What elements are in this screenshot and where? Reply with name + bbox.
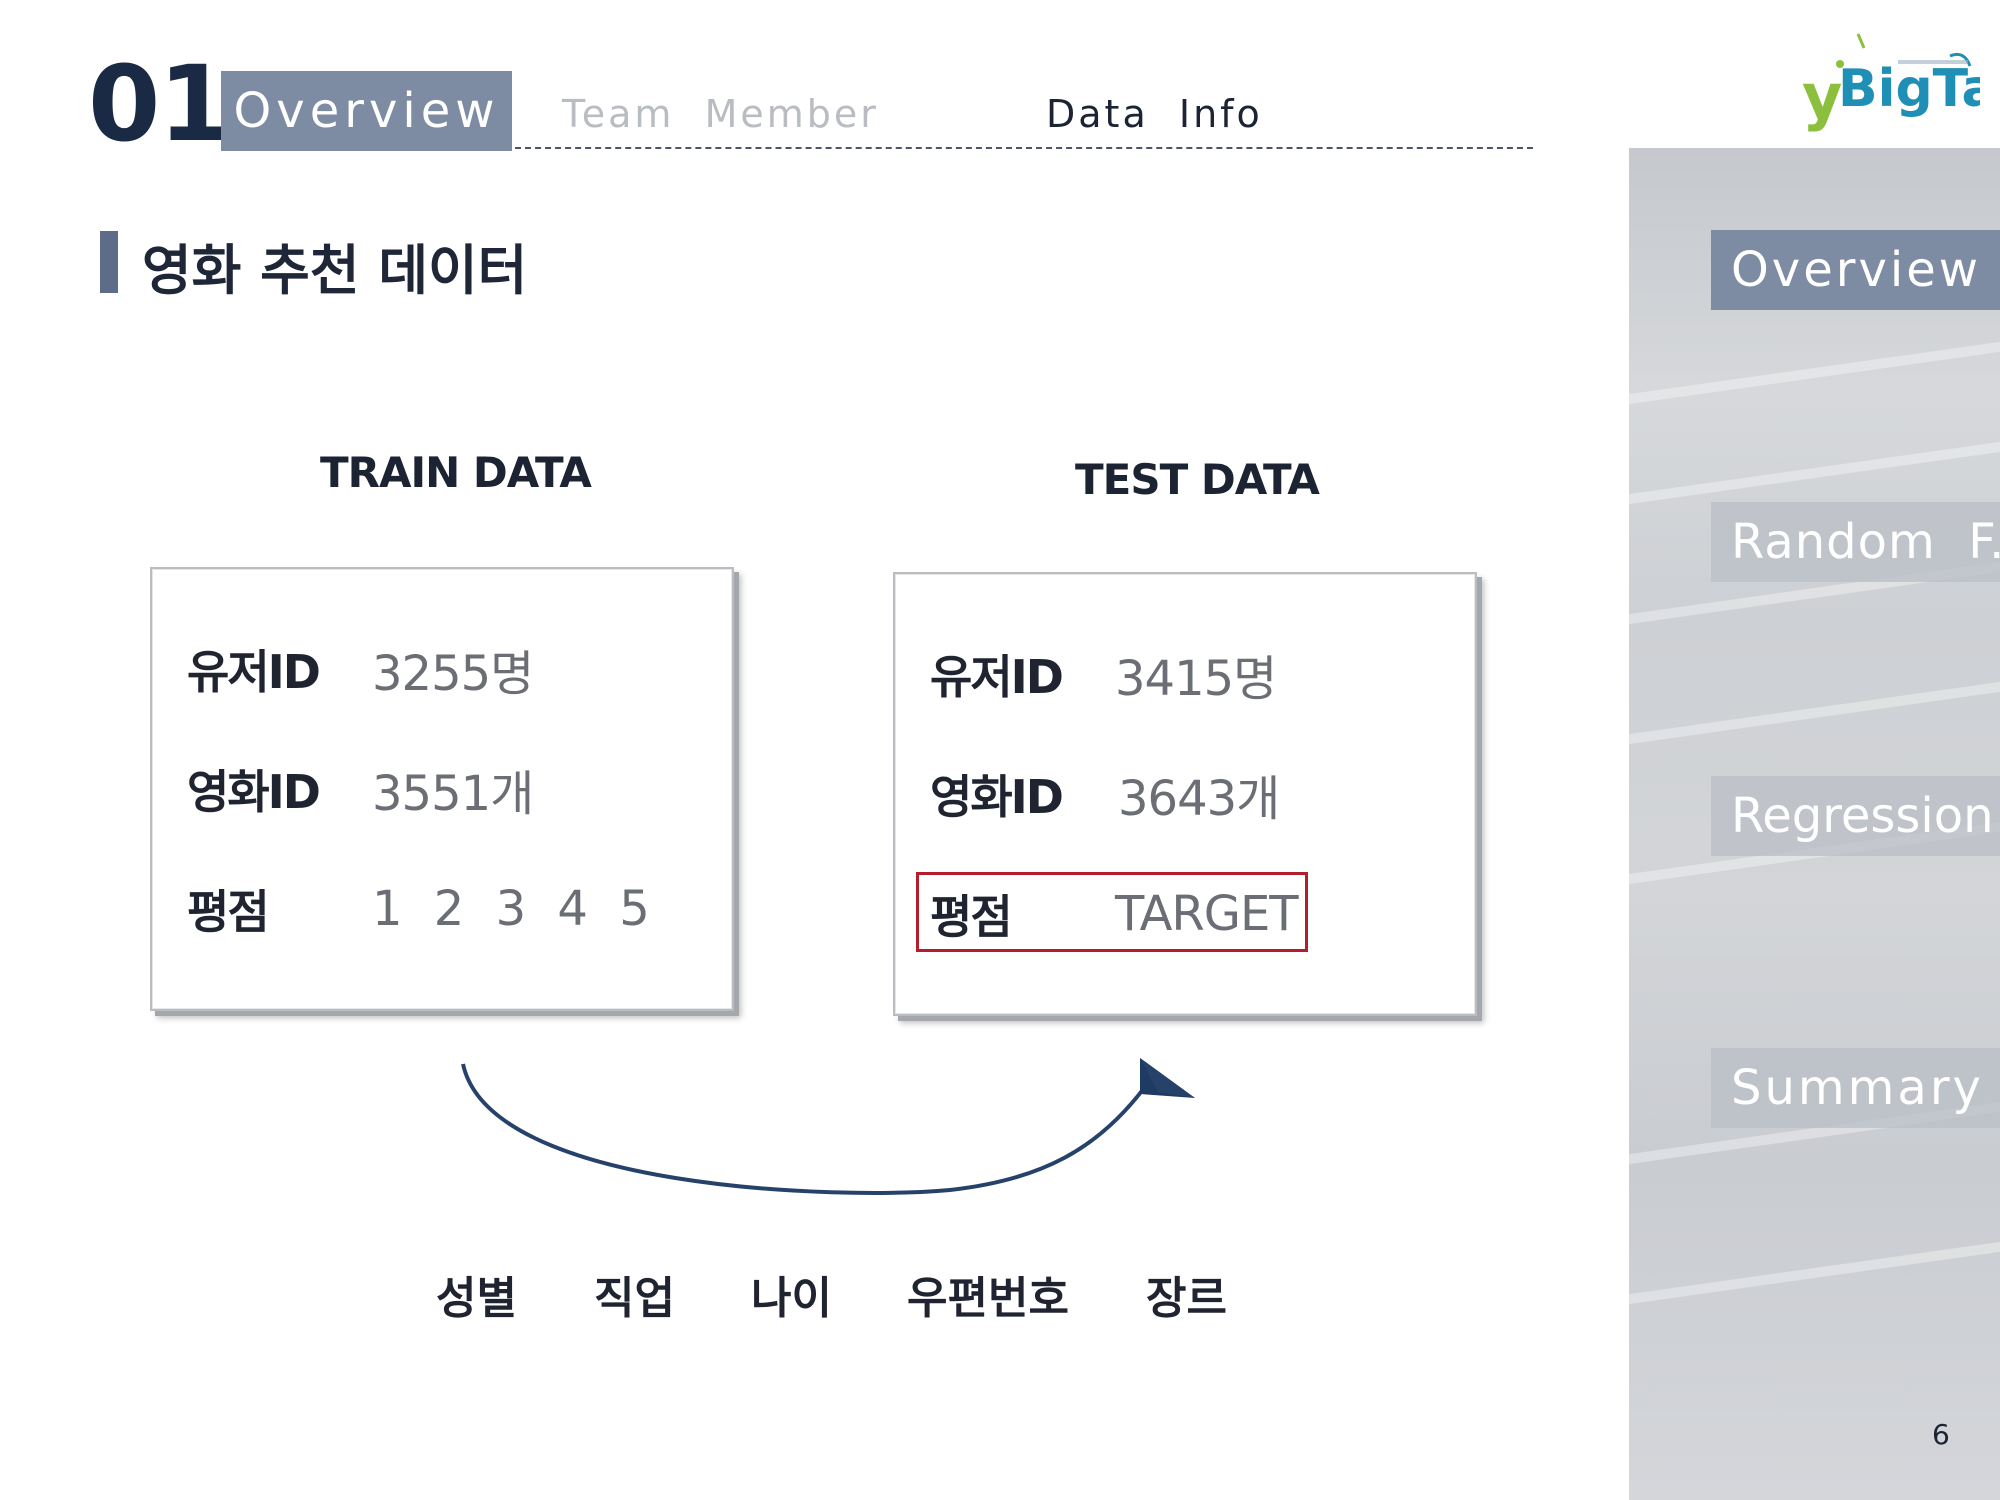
logo-y: y [1802,60,1842,133]
tab-overview[interactable]: Overview [221,71,512,151]
feature-gender: 성별 [436,1273,517,1324]
sidebar-item-summary[interactable]: Summary [1711,1048,2000,1128]
tab-data-info[interactable]: Data Info [1046,92,1263,136]
tab-team-member[interactable]: Team Member [562,92,879,136]
feature-age: 나이 [751,1273,832,1324]
test-row-movie: 영화ID 3643개 [930,759,1280,829]
ybigta-logo: y BigTa [1802,33,1980,133]
page-number: 6 [1932,1418,1950,1451]
train-data-heading: TRAIN DATA [320,448,592,497]
test-row-user: 유저ID 3415명 [930,639,1277,709]
train-row-rating: 평점 1 2 3 4 5 [187,874,650,944]
train-row-movie: 영화ID 3551개 [187,754,534,824]
test-movie-value: 3643개 [1118,771,1280,827]
train-user-label: 유저ID [187,645,321,699]
flow-arrow-icon [461,1058,1195,1195]
train-movie-value: 3551개 [372,766,534,822]
feature-zipcode: 우편번호 [907,1273,1069,1324]
target-highlight-box [916,872,1308,952]
header-divider [515,147,1533,149]
sidebar: Overview Random F. Regression Summary [1629,148,2000,1500]
sidebar-item-random-forest[interactable]: Random F. [1711,502,2000,582]
section-number: 01 [88,43,231,165]
train-rating-value: 1 2 3 4 5 [372,881,658,937]
train-user-value: 3255명 [372,646,534,702]
train-row-user: 유저ID 3255명 [187,634,534,704]
logo-bigta: BigTa [1838,59,1980,119]
title-accent-bar [100,231,118,293]
train-data-panel: 유저ID 3255명 영화ID 3551개 평점 1 2 3 4 5 [150,567,734,1011]
sidebar-item-regression[interactable]: Regression [1711,776,2000,856]
test-movie-label: 영화ID [930,770,1064,824]
feature-genre: 장르 [1146,1273,1227,1324]
test-rating-label: 평점 [930,890,1013,944]
feature-occupation: 직업 [594,1273,675,1324]
test-data-panel: 유저ID 3415명 영화ID 3643개 평점 TARGET [893,572,1477,1016]
page-title: 영화 추천 데이터 [142,239,528,302]
test-rating-value: TARGET [1115,886,1299,942]
train-movie-label: 영화ID [187,765,321,819]
test-user-value: 3415명 [1115,651,1277,707]
test-data-heading: TEST DATA [1075,455,1320,504]
test-user-label: 유저ID [930,650,1064,704]
test-row-rating: 평점 TARGET [930,879,1299,949]
sidebar-item-overview[interactable]: Overview [1711,230,2000,310]
train-rating-label: 평점 [187,885,270,939]
